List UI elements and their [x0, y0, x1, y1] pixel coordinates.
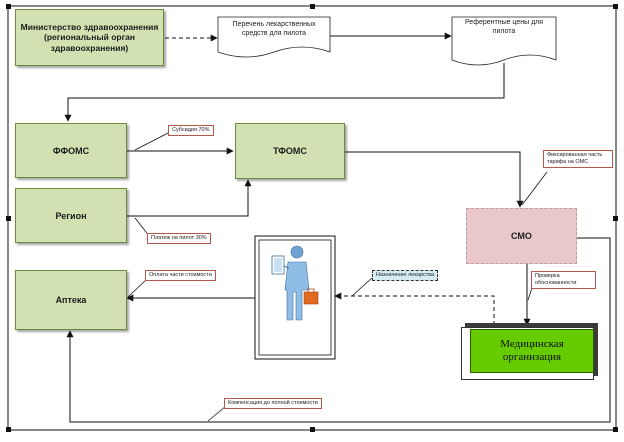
payment-note: Платеж на пилот 30%	[147, 233, 211, 244]
cost-note: Оплата части стоимости	[145, 270, 216, 281]
region-node: Регион	[15, 188, 127, 243]
medorg-label: Медицинская организация	[500, 337, 564, 363]
ministry-node: Министерство здравоохранения (региональн…	[15, 9, 164, 66]
drug-list-document: Перечень лекарственных средств для пилот…	[220, 21, 328, 39]
smo-label: СМО	[511, 231, 532, 241]
ref-prices-label: Референтные цены для пилота	[464, 19, 544, 35]
subsidy-note: Субсидия 70%	[168, 125, 214, 136]
pharmacy-node: Аптека	[15, 270, 127, 330]
validity-note: Проверка обоснованности	[531, 271, 596, 289]
ref-prices-document-shape	[451, 16, 557, 66]
subsidy-pointer	[134, 130, 173, 151]
medorg-to-patient-arrow	[334, 292, 495, 325]
prescription-note: Назначение лекарства	[372, 270, 439, 281]
subsidy-label: Субсидия 70%	[172, 127, 210, 133]
payment-label: Платеж на пилот 30%	[151, 235, 207, 241]
compensation-pointer	[207, 405, 227, 422]
ref-prices-document: Референтные цены для пилота	[455, 19, 553, 37]
compensation-note: Компенсация до полной стоимости	[224, 398, 322, 409]
compensation-label: Компенсация до полной стоимости	[228, 400, 318, 406]
ffoms-label: ФФОМС	[52, 145, 90, 156]
prescription-pointer	[351, 277, 373, 297]
drug-list-document-shape	[217, 16, 331, 58]
prices-to-ffoms-arrow	[64, 63, 505, 122]
smo-node: СМО	[466, 208, 577, 264]
tariff-note: Фиксированная часть тарифа на ОМС	[543, 150, 613, 168]
cost-label: Оплата части стоимости	[149, 272, 212, 278]
tfoms-node: ТФОМС	[235, 123, 345, 179]
validity-label: Проверка обоснованности	[535, 273, 577, 286]
tfoms-label: ТФОМС	[273, 146, 307, 156]
medorg-node: Медицинская организация	[470, 329, 594, 373]
ffoms-node: ФФОМС	[15, 123, 127, 178]
ministry-label: Министерство здравоохранения (региональн…	[20, 22, 159, 53]
smo-to-pharmacy-arrow	[66, 237, 611, 423]
region-to-tfoms-arrow	[127, 179, 252, 217]
patient-figure-icon	[271, 245, 319, 321]
selection-handles	[6, 4, 618, 432]
pharmacy-label: Аптека	[55, 295, 87, 305]
region-label: Регион	[55, 210, 87, 221]
prescription-label: Назначение лекарства	[376, 272, 435, 278]
tariff-pointer	[521, 171, 548, 206]
tariff-label: Фиксированная часть тарифа на ОМС	[547, 152, 603, 165]
tfoms-to-smo-arrow	[345, 151, 524, 208]
drug-list-label: Перечень лекарственных средств для пилот…	[232, 21, 316, 37]
cost-pointer	[127, 277, 149, 298]
